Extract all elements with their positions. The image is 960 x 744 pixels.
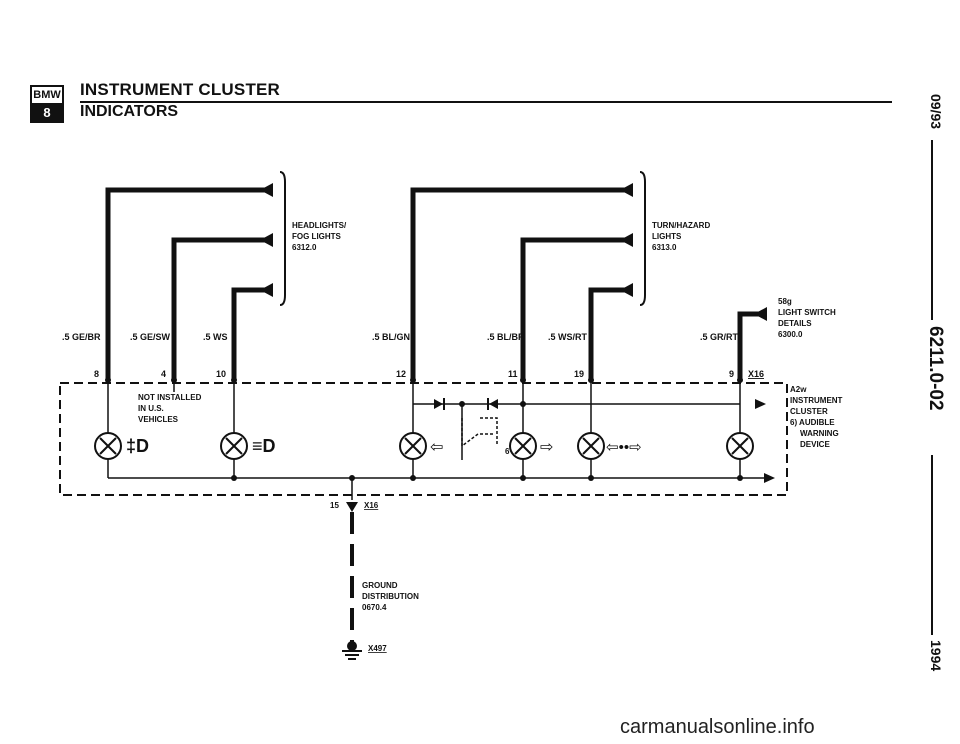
svg-text:0670.4: 0670.4 [362,603,387,612]
ground-terminal-icon [346,502,358,512]
page-subtitle: INDICATORS [80,103,179,120]
svg-text:CLUSTER: CLUSTER [790,407,828,416]
side-rule-top [931,140,933,320]
wire-label-gebr: .5 GE/BR [62,332,101,342]
wire-label-blgn: .5 BL/GN [372,332,410,342]
svg-text:6313.0: 6313.0 [652,243,677,252]
indicator-lamp-fog-front [94,432,122,460]
side-rule-bottom [931,455,933,635]
turn-right-arrow-icon: ⇨ [540,439,553,456]
pin-number: 9 [729,369,734,379]
cluster-arrow-icon [755,399,766,409]
pin-number: 8 [94,369,99,379]
bmw-logo: BMW 8 [30,85,64,123]
headlights-label: HEADLIGHTS/ FOG LIGHTS 6312.0 [292,221,347,252]
turn-label: TURN/HAZARD LIGHTS 6313.0 [652,221,710,252]
svg-text:TURN/HAZARD: TURN/HAZARD [652,221,710,230]
svg-text:IN U.S.: IN U.S. [138,404,164,413]
svg-text:NOT INSTALLED: NOT INSTALLED [138,393,202,402]
diode-icon [434,398,498,410]
svg-text:GROUND: GROUND [362,581,398,590]
wire-label-grrt: .5 GR/RT [700,332,739,342]
svg-text:VEHICLES: VEHICLES [138,415,179,424]
svg-text:LIGHTS: LIGHTS [652,232,682,241]
wire-label-wsrt: .5 WS/RT [548,332,588,342]
high-beam-icon: ≡D [252,436,276,456]
logo-series-text: 8 [32,105,62,121]
not-installed-label: NOT INSTALLED IN U.S. VEHICLES [138,393,202,424]
fog-light-icon: ‡D [126,436,149,456]
svg-text:58g: 58g [778,297,792,306]
indicator-lamp-light-switch [726,432,754,460]
header-rule [80,101,892,103]
pin-number: 10 [216,369,226,379]
pin-number: 11 [508,369,518,379]
junction-dots [105,377,743,481]
pin-number: 19 [574,369,584,379]
indicator-lamp-trailer [577,432,605,460]
headlight-arrows [260,183,273,297]
svg-text:A2w: A2w [790,385,807,394]
wire-label-gesw: .5 GE/SW [130,332,171,342]
page-title: INSTRUMENT CLUSTER [80,80,281,99]
svg-text:DETAILS: DETAILS [778,319,812,328]
indicator-lamp-high-beam [220,432,248,460]
turn-left-arrow-icon: ⇦ [430,439,443,456]
turn-wires [410,187,765,380]
ground-label: GROUND DISTRIBUTION 0670.4 [362,581,419,612]
ground-point-label: X497 [368,644,387,653]
svg-text:DEVICE: DEVICE [800,440,830,449]
watermark-text: carmanualsonline.info [620,716,815,738]
wire-label-blbr: .5 BL/BR [487,332,525,342]
connector-label: X16 [748,369,764,379]
svg-text:FOG LIGHTS: FOG LIGHTS [292,232,342,241]
cluster-label: A2w INSTRUMENT CLUSTER 6) AUDIBLE WARNIN… [790,385,843,449]
trailer-arrows-icon: ⇦••⇨ [606,439,642,456]
turn-bracket [639,171,646,306]
svg-text:6300.0: 6300.0 [778,330,803,339]
ground-connector-label: X16 [364,501,379,510]
svg-text:WARNING: WARNING [800,429,839,438]
svg-text:DISTRIBUTION: DISTRIBUTION [362,592,419,601]
buzzer-label: 6 [505,447,510,456]
svg-text:6312.0: 6312.0 [292,243,317,252]
ground-symbol-icon [342,641,362,660]
indicator-lamp-turn-left [399,432,427,460]
ground-return-arrow-icon [764,473,775,483]
ground-pin-number: 15 [330,501,339,510]
pin-number: 12 [396,369,406,379]
svg-text:HEADLIGHTS/: HEADLIGHTS/ [292,221,347,230]
indicator-lamp-turn-right [509,432,537,460]
headlight-bracket [279,171,286,306]
buzzer-switch-icon [461,417,498,448]
svg-text:INSTRUMENT: INSTRUMENT [790,396,843,405]
headlight-wires [105,187,270,380]
logo-brand-text: BMW [32,87,62,105]
svg-text:LIGHT SWITCH: LIGHT SWITCH [778,308,836,317]
light-switch-label: 58g LIGHT SWITCH DETAILS 6300.0 [778,297,836,339]
pin-number: 4 [161,369,166,379]
svg-text:6) AUDIBLE: 6) AUDIBLE [790,418,835,427]
turn-arrows [620,183,767,321]
page-header: BMW 8 INSTRUMENT CLUSTER INDICATORS [0,0,960,130]
wire-label-ws: .5 WS [203,332,228,342]
